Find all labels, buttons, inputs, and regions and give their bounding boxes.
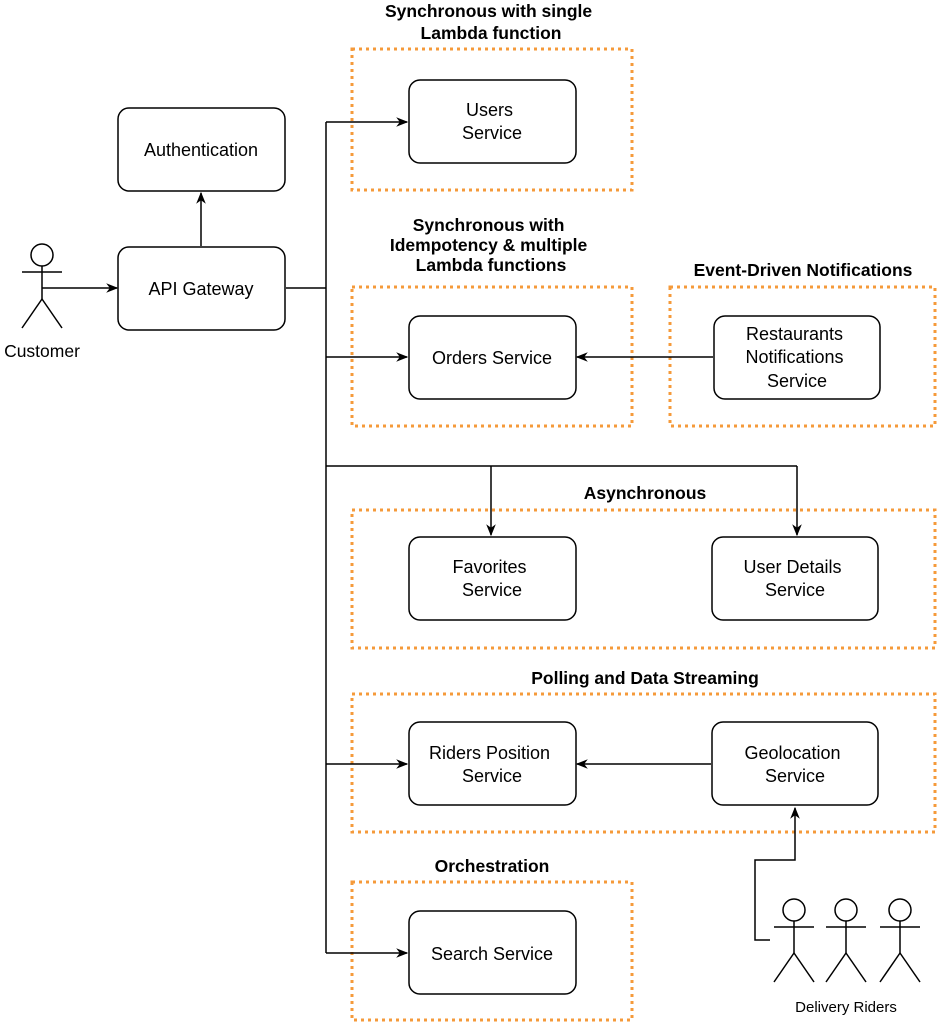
svg-text:Favorites Service: Favorites Service <box>452 557 531 600</box>
svg-text:Users Service: Users Service <box>462 100 522 143</box>
group-orchestration-title: Orchestration <box>435 856 550 876</box>
group-polling: Polling and Data Streaming <box>350 668 937 834</box>
group-orchestration: Orchestration <box>350 856 634 1022</box>
edge-riders-to-geolocation <box>754 806 800 941</box>
group-polling-title: Polling and Data Streaming <box>531 668 759 688</box>
node-authentication: Authentication <box>117 107 286 192</box>
group-sync-single-title: Synchronous with single Lambda function <box>385 1 597 43</box>
customer-label: Customer <box>4 341 80 361</box>
svg-text:API Gateway: API Gateway <box>148 279 253 299</box>
node-search-service: Search Service <box>408 910 577 995</box>
node-users-service: Users Service <box>408 79 577 164</box>
node-user-details-service: User Details Service <box>711 536 879 621</box>
svg-text:Search Service: Search Service <box>431 944 553 964</box>
svg-text:Restaurants Notification: Restaurants Notifications Service <box>745 324 848 391</box>
delivery-rider-actor-icon-2 <box>825 898 867 983</box>
group-sync-idempotency: Synchronous with Idempotency & multiple … <box>350 215 634 428</box>
edges <box>42 117 802 958</box>
group-event-driven: Event-Driven Notifications <box>668 260 937 428</box>
node-restaurants-notifications-service: Restaurants Notifications Service <box>713 315 881 400</box>
group-event-driven-title: Event-Driven Notifications <box>694 260 913 280</box>
svg-text:Orders Service: Orders Service <box>432 348 552 368</box>
node-favorites-service: Favorites Service <box>408 536 577 621</box>
customer-actor-icon <box>21 243 63 329</box>
delivery-riders-label: Delivery Riders <box>795 999 897 1016</box>
node-orders-service: Orders Service <box>408 315 577 400</box>
node-riders-position-service: Riders Position Service <box>408 721 577 806</box>
svg-text:User Details Service: User Details Service <box>743 557 846 600</box>
group-asynchronous: Asynchronous <box>350 483 937 650</box>
svg-text:Authentication: Authentication <box>144 140 258 160</box>
delivery-rider-actor-icon-1 <box>773 898 815 983</box>
group-sync-idempotency-title: Synchronous with Idempotency & multiple … <box>390 215 592 275</box>
svg-text:Geolocation Service: Geolocation Service <box>744 743 845 786</box>
group-asynchronous-title: Asynchronous <box>584 483 707 503</box>
delivery-rider-actor-icon-3 <box>879 898 921 983</box>
svg-text:Riders Position Service: Riders Position Service <box>429 743 555 786</box>
group-sync-single: Synchronous with single Lambda function <box>350 1 634 192</box>
node-api-gateway: API Gateway <box>117 246 286 331</box>
node-geolocation-service: Geolocation Service <box>711 721 879 806</box>
